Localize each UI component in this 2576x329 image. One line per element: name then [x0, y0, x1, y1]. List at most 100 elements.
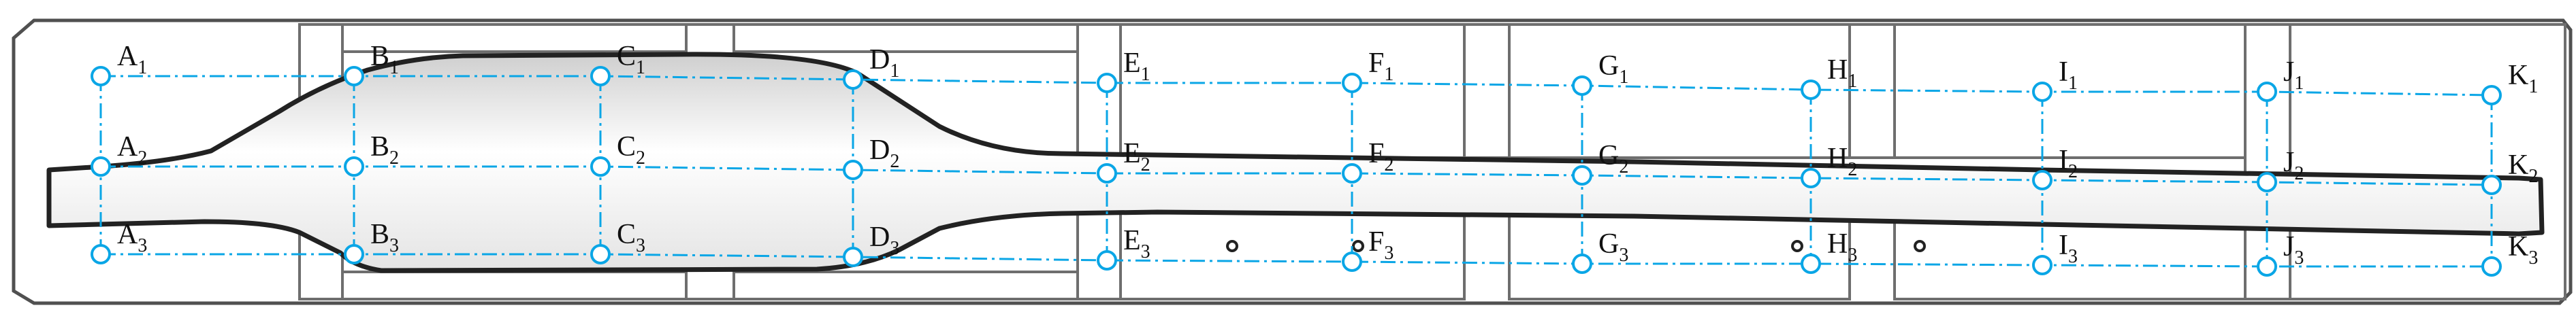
- point-label-letter: A: [117, 219, 138, 250]
- point-label-letter: E: [1123, 138, 1141, 169]
- point-marker-k2: [2481, 175, 2502, 195]
- point-label-g2: G2: [1598, 140, 1628, 177]
- point-label-letter: F: [1368, 48, 1384, 79]
- panel: [2289, 23, 2566, 300]
- point-label-subscript: 1: [2294, 73, 2304, 94]
- point-label-j1: J1: [2283, 56, 2304, 94]
- point-label-a3: A3: [117, 219, 147, 256]
- point-label-c2: C2: [617, 131, 645, 169]
- point-marker-i2: [2032, 170, 2052, 190]
- point-label-subscript: 1: [1384, 64, 1394, 85]
- point-label-subscript: 3: [890, 238, 899, 259]
- point-label-subscript: 1: [138, 57, 147, 78]
- point-label-subscript: 2: [1384, 154, 1394, 175]
- point-label-letter: C: [617, 131, 636, 162]
- point-label-letter: H: [1827, 228, 1848, 260]
- point-label-subscript: 3: [138, 235, 147, 256]
- point-marker-b1: [344, 66, 364, 86]
- point-label-subscript: 3: [1384, 243, 1394, 264]
- point-label-i1: I1: [2059, 56, 2078, 94]
- point-label-letter: G: [1598, 50, 1619, 82]
- point-marker-g2: [1572, 165, 1592, 186]
- point-marker-a3: [91, 244, 111, 264]
- point-label-letter: B: [370, 131, 389, 162]
- point-label-subscript: 2: [1848, 159, 1857, 180]
- point-marker-k3: [2481, 256, 2502, 277]
- point-label-a1: A1: [117, 41, 147, 78]
- point-label-subscript: 1: [636, 57, 645, 78]
- point-label-d2: D2: [869, 135, 899, 172]
- point-marker-h3: [1801, 254, 1821, 274]
- point-label-subscript: 2: [1619, 156, 1628, 177]
- point-label-c3: C3: [617, 219, 645, 256]
- panel: [1463, 23, 1511, 159]
- point-label-letter: B: [370, 219, 389, 250]
- panel: [732, 271, 1079, 300]
- point-label-e3: E3: [1123, 225, 1150, 262]
- point-label-e1: E1: [1123, 48, 1150, 85]
- hole: [1914, 240, 1926, 252]
- point-label-subscript: 2: [2528, 166, 2538, 187]
- point-label-h2: H2: [1827, 143, 1857, 180]
- point-label-subscript: 1: [890, 60, 899, 82]
- point-marker-g3: [1572, 254, 1592, 274]
- point-label-g1: G1: [1598, 50, 1628, 88]
- point-marker-e3: [1097, 250, 1117, 271]
- point-label-subscript: 1: [1619, 67, 1628, 88]
- point-label-subscript: 2: [138, 148, 147, 169]
- point-label-letter: D: [869, 135, 890, 166]
- point-label-letter: C: [617, 41, 636, 72]
- point-label-subscript: 1: [2068, 73, 2078, 94]
- point-label-subscript: 1: [1141, 64, 1150, 85]
- guide-row-3: [101, 253, 2492, 268]
- point-label-subscript: 1: [2528, 76, 2538, 97]
- point-label-c1: C1: [617, 41, 645, 78]
- point-label-subscript: 2: [2068, 161, 2078, 182]
- point-label-subscript: 2: [1141, 154, 1150, 175]
- point-label-k2: K2: [2508, 150, 2538, 187]
- point-label-j2: J2: [2283, 147, 2304, 184]
- point-label-subscript: 3: [2068, 246, 2078, 267]
- point-label-a2: A2: [117, 131, 147, 169]
- point-marker-d3: [843, 247, 863, 267]
- point-label-letter: J: [2283, 231, 2294, 262]
- point-label-subscript: 3: [1619, 245, 1628, 266]
- point-label-subscript: 3: [2528, 247, 2538, 269]
- point-label-f3: F3: [1368, 226, 1394, 264]
- point-label-letter: D: [869, 222, 890, 253]
- point-label-letter: H: [1827, 143, 1848, 174]
- guide-row-1: [101, 75, 2492, 97]
- point-label-b1: B1: [370, 41, 399, 78]
- point-label-subscript: 1: [1848, 71, 1857, 92]
- point-label-subscript: 3: [389, 235, 399, 256]
- point-label-letter: C: [617, 219, 636, 250]
- point-label-letter: I: [2059, 230, 2068, 261]
- point-label-subscript: 2: [389, 148, 399, 169]
- point-marker-c3: [590, 244, 611, 264]
- point-label-f2: F2: [1368, 138, 1394, 175]
- point-marker-a2: [91, 156, 111, 177]
- point-marker-g1: [1572, 75, 1592, 96]
- point-marker-h1: [1801, 80, 1821, 100]
- hole: [1352, 240, 1364, 252]
- point-marker-a1: [91, 66, 111, 86]
- point-marker-f1: [1342, 73, 1362, 93]
- point-label-d1: D1: [869, 44, 899, 82]
- point-marker-f2: [1342, 163, 1362, 184]
- point-label-letter: E: [1123, 225, 1141, 256]
- point-marker-i1: [2032, 82, 2052, 102]
- panel: [1508, 23, 1851, 159]
- point-label-letter: G: [1598, 140, 1619, 171]
- point-label-letter: K: [2508, 150, 2528, 181]
- point-label-h3: H3: [1827, 228, 1857, 266]
- point-marker-j1: [2257, 82, 2277, 102]
- hole: [1226, 240, 1238, 252]
- point-label-h1: H1: [1827, 54, 1857, 92]
- point-marker-h2: [1801, 168, 1821, 188]
- point-label-subscript: 1: [389, 57, 399, 78]
- point-label-letter: E: [1123, 48, 1141, 79]
- point-marker-b2: [344, 156, 364, 177]
- point-label-g3: G3: [1598, 228, 1628, 266]
- point-label-subscript: 2: [636, 148, 645, 169]
- point-label-letter: J: [2283, 147, 2294, 178]
